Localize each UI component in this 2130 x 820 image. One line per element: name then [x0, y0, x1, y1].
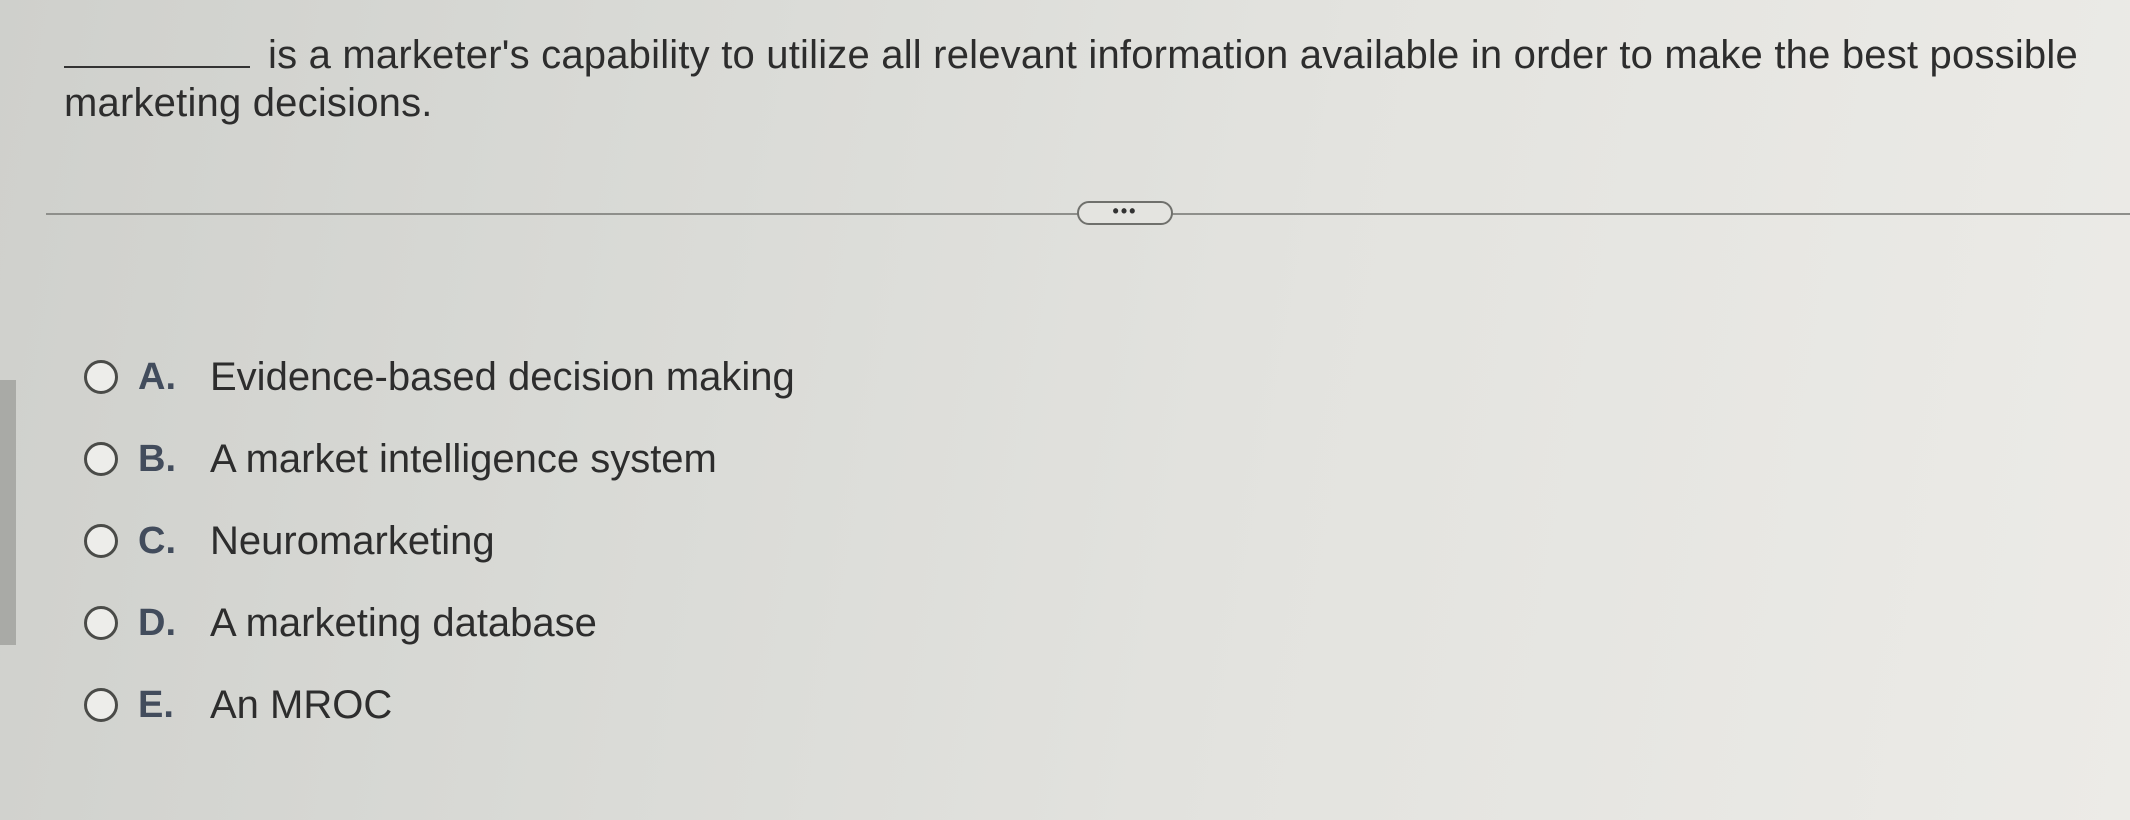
more-options-button[interactable]: ••• — [1077, 201, 1173, 225]
option-b[interactable]: B. A market intelligence system — [84, 418, 795, 500]
option-a[interactable]: A. Evidence-based decision making — [84, 336, 795, 418]
option-d[interactable]: D. A marketing database — [84, 582, 795, 664]
option-letter: E. — [138, 683, 174, 726]
question-prompt: is a marketer's capability to utilize al… — [64, 30, 2094, 127]
radio-button-c[interactable] — [84, 524, 118, 558]
option-letter: B. — [138, 437, 176, 480]
option-text: Evidence-based decision making — [210, 354, 795, 399]
option-text: Neuromarketing — [210, 518, 495, 563]
radio-button-d[interactable] — [84, 606, 118, 640]
question-text: is a marketer's capability to utilize al… — [64, 33, 2078, 125]
option-letter: C. — [138, 519, 176, 562]
answer-blank — [64, 30, 250, 68]
radio-button-b[interactable] — [84, 442, 118, 476]
radio-button-a[interactable] — [84, 360, 118, 394]
option-letter: D. — [138, 601, 176, 644]
option-c[interactable]: C. Neuromarketing — [84, 500, 795, 582]
option-text: A marketing database — [210, 600, 597, 645]
option-text: A market intelligence system — [210, 436, 717, 481]
radio-button-e[interactable] — [84, 688, 118, 722]
left-edge-strip — [0, 380, 16, 645]
answer-options-list: A. Evidence-based decision making B. A m… — [84, 336, 795, 746]
option-letter: A. — [138, 355, 176, 398]
option-text: An MROC — [210, 682, 393, 727]
option-e[interactable]: E. An MROC — [84, 664, 795, 746]
